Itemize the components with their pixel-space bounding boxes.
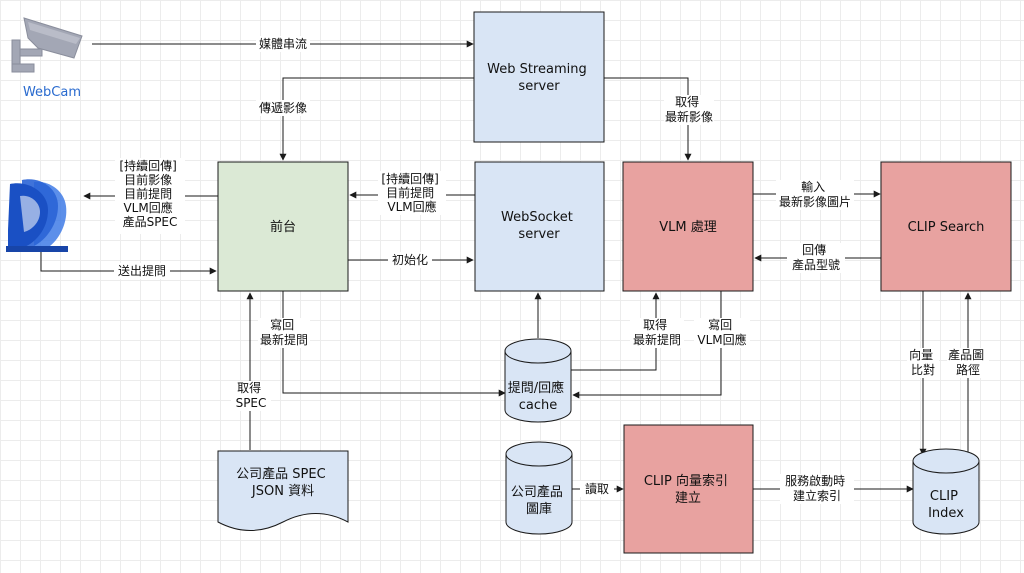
label-user-feedback-4: VLM回應: [123, 200, 172, 215]
svg-text:取得 最新提問: 取得 最新提問: [633, 317, 681, 347]
svg-text:回傳 產品型號: 回傳 產品型號: [792, 243, 840, 272]
label-user-feedback-3: 目前提問: [124, 186, 172, 201]
frontend-box: [217, 161, 349, 292]
edge-pass-image: [279, 77, 474, 161]
label-return-model-1: 回傳: [802, 243, 826, 257]
label-get-latest-question-2: 最新提問: [633, 332, 681, 347]
label-return-model-2: 產品型號: [792, 257, 840, 272]
label-media-stream: 媒體串流: [259, 37, 307, 51]
websocket-server-box: [474, 161, 605, 292]
web-streaming-server-box: [473, 11, 605, 143]
cache-cylinder: [504, 338, 572, 423]
svg-text:公司產品 圖庫: 公司產品 圖庫: [511, 484, 567, 517]
label-user-feedback-5: 產品SPEC: [123, 214, 178, 229]
cache-label-2: cache: [519, 398, 558, 413]
svg-text:取得 最新影像: 取得 最新影像: [665, 94, 713, 124]
clip-search-box: [880, 161, 1012, 292]
label-ws-feedback-3: VLM回應: [387, 199, 436, 214]
label-ws-feedback-1: [持續回傳]: [381, 171, 438, 186]
svg-text:提問/回應 cache: 提問/回應 cache: [508, 380, 569, 413]
svg-text:寫回 最新提問: 寫回 最新提問: [260, 317, 308, 347]
web-streaming-label-1: Web Streaming: [487, 62, 587, 77]
web-streaming-label-2: server: [518, 79, 560, 94]
clip-build-label-2: 建立: [675, 491, 701, 506]
svg-text:CLIP Index: CLIP Index: [928, 489, 964, 521]
svg-text:公司產品 SPEC JSON 資料: 公司產品 SPEC JSON 資料: [236, 466, 330, 499]
webcam-icon: [11, 17, 83, 73]
gallery-label-2: 圖庫: [526, 502, 552, 517]
label-input-latest-image-1: 輸入: [801, 179, 825, 194]
spec-document: [217, 450, 349, 531]
label-get-spec-1: 取得: [237, 380, 261, 395]
label-user-feedback-2: 目前影像: [124, 172, 172, 187]
clip-search-label: CLIP Search: [908, 220, 985, 235]
clip-index-cylinder: [912, 448, 980, 535]
label-init: 初始化: [392, 253, 428, 267]
webcam-label: WebCam: [23, 85, 81, 100]
svg-text:Web Streaming server: Web Streaming server: [487, 62, 591, 94]
label-build-index-2: 建立索引: [793, 488, 841, 503]
edge-write-latest-question: [282, 291, 506, 397]
label-pass-image: 傳遞影像: [259, 100, 307, 115]
clip-index-label-1: CLIP: [930, 489, 958, 504]
cache-label-1: 提問/回應: [508, 380, 564, 396]
svg-text:產品圖 路徑: 產品圖 路徑: [948, 347, 988, 377]
svg-text:WebSocket server: WebSocket server: [501, 210, 577, 242]
label-get-latest-image-1: 取得: [675, 94, 699, 109]
label-input-latest-image-2: 最新影像圖片: [779, 194, 851, 209]
svg-text:CLIP 向量索引 建立: CLIP 向量索引 建立: [644, 473, 732, 506]
websocket-label-1: WebSocket: [501, 210, 573, 225]
svg-text:[持續回傳] 目前提問 VLM回應: [持續回傳] 目前提問 VLM回應: [381, 171, 442, 214]
clip-index-build-box: [623, 424, 754, 554]
vlm-label: VLM 處理: [659, 220, 717, 235]
label-send-question: 送出提問: [118, 263, 166, 278]
label-ws-feedback-2: 目前提問: [386, 185, 434, 200]
label-get-spec-2: SPEC: [236, 396, 267, 410]
websocket-label-2: server: [518, 227, 560, 242]
label-product-image-path-1: 產品圖: [948, 347, 984, 362]
label-get-latest-question-1: 取得: [643, 317, 667, 332]
label-vector-compare-2: 比對: [911, 363, 935, 377]
spec-doc-label-2: JSON 資料: [251, 484, 314, 499]
svg-text:取得 SPEC: 取得 SPEC: [236, 380, 267, 410]
user-icon: [6, 179, 68, 252]
edge-get-latest-image: [604, 77, 692, 161]
product-gallery-cylinder: [505, 441, 573, 535]
gallery-label-1: 公司產品: [511, 484, 563, 500]
label-write-vlm-response-2: VLM回應: [697, 332, 746, 347]
label-user-feedback-1: [持續回傳]: [119, 158, 176, 173]
svg-text:寫回 VLM回應: 寫回 VLM回應: [697, 317, 746, 347]
svg-text:[持續回傳] 目前影像 目前提問 V: [持續回傳] 目前影像 目前提問 VLM回應 產品SPEC: [119, 158, 180, 229]
label-write-latest-question-2: 最新提問: [260, 332, 308, 347]
clip-index-label-2: Index: [928, 506, 964, 521]
label-build-index-1: 服務啟動時: [785, 473, 845, 488]
vlm-processing-box: [622, 161, 754, 292]
label-write-vlm-response-1: 寫回: [708, 317, 732, 332]
label-write-latest-question-1: 寫回: [270, 317, 294, 332]
label-read: 讀取: [585, 482, 609, 496]
label-vector-compare-1: 向量: [909, 347, 933, 362]
svg-text:向量 比對: 向量 比對: [909, 347, 937, 377]
clip-build-label-1: CLIP 向量索引: [644, 473, 728, 489]
label-get-latest-image-2: 最新影像: [665, 109, 713, 124]
svg-text:服務啟動時 建立索引: 服務啟動時 建立索引: [785, 473, 849, 503]
frontend-label: 前台: [270, 219, 296, 235]
spec-doc-label-1: 公司產品 SPEC: [236, 466, 326, 482]
svg-text:輸入 最新影像圖片: 輸入 最新影像圖片: [779, 179, 851, 209]
label-product-image-path-2: 路徑: [956, 362, 980, 377]
